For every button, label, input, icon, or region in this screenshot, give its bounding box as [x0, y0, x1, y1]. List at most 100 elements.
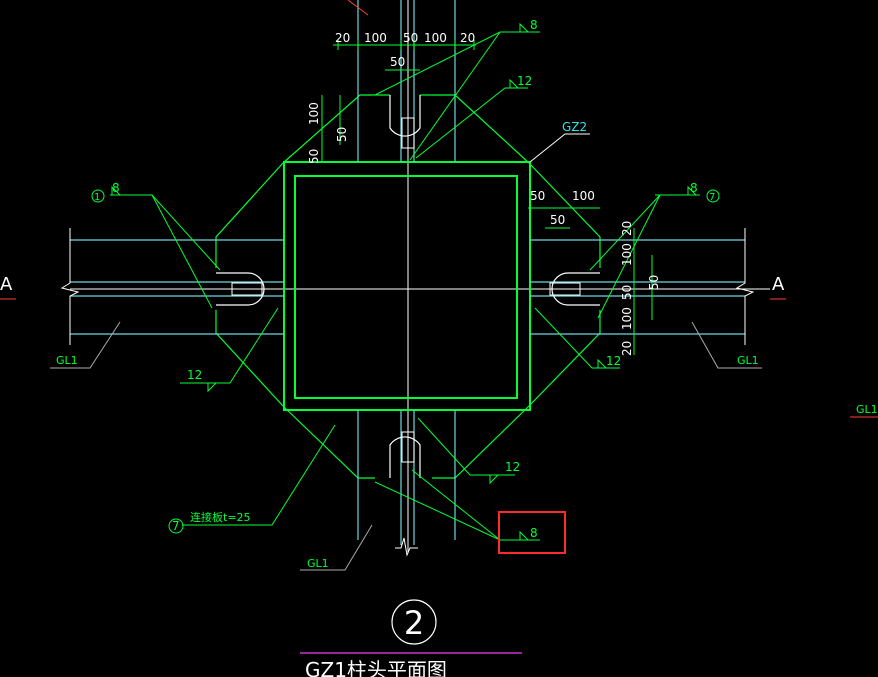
- dimension-texts: 20 100 50 100 20 50 100 50 50 50 100 50 …: [307, 31, 661, 356]
- plate-edge-bottom-left: [282, 405, 375, 479]
- label-gz2: GZ2: [562, 120, 587, 134]
- dimension-lines: [321, 40, 653, 355]
- plate-edge-ne: [528, 162, 601, 268]
- flag-left-12: [207, 382, 217, 393]
- weld-texts: 8 12 1 8 8 7 12 12 12 8: [91, 18, 720, 540]
- label-gl1-left: GL1: [56, 354, 78, 367]
- label-gl1-bottom: GL1: [307, 557, 329, 570]
- weld-flags: [111, 22, 697, 541]
- top-fill-plate: [401, 117, 415, 149]
- weld-left-12: 12: [187, 368, 202, 382]
- dim-right-50a: 50: [530, 189, 545, 203]
- weld-top-right-12: 12: [517, 74, 532, 88]
- right-break-line: [735, 228, 755, 345]
- member-labels: GZ2 GL1 GL1 GL1 GL1 A A 7 连接板t=25: [0, 120, 878, 570]
- dim-rv-100a: 100: [620, 243, 634, 266]
- dim-rv-20b: 20: [620, 341, 634, 356]
- leader-top-8-b: [409, 31, 501, 161]
- right-slot: [551, 272, 600, 306]
- section-mark-left: A: [0, 274, 13, 295]
- leader-right-8-a: [589, 194, 661, 271]
- weld-right-circle-ring: [706, 189, 720, 203]
- flag-top-8: [519, 22, 529, 33]
- bottom-fill-plate: [401, 431, 415, 463]
- leader-top-12: [415, 87, 528, 159]
- label-gl1-right: GL1: [737, 354, 759, 367]
- leader-plate-note: [182, 424, 336, 526]
- dim-top-50: 50: [403, 31, 418, 45]
- weld-right-circle: 7: [709, 192, 715, 203]
- weld-right-12: 12: [606, 354, 621, 368]
- weld-bottom-8: 8: [530, 526, 538, 540]
- weld-right-8: 8: [690, 181, 698, 195]
- section-mark-right: A: [772, 274, 785, 295]
- leader-gl1-bottom: [300, 524, 373, 571]
- leader-left-8-a: [110, 194, 221, 271]
- plate-circle-ring: [168, 518, 184, 534]
- flag-right-12: [597, 358, 607, 369]
- title-block: 2 GZ1柱头平面图: [300, 599, 522, 677]
- dim-left-100: 100: [307, 102, 321, 125]
- plate-edge-top-left: [282, 94, 375, 164]
- dim-top-50-lower: 50: [390, 55, 405, 69]
- highlight-box: [498, 511, 566, 554]
- flag-top-12: [509, 78, 519, 89]
- left-fill-plate: [231, 282, 263, 296]
- weld-left-circle: 1: [94, 192, 100, 203]
- column-inner-square: [294, 175, 518, 399]
- left-break-line: [60, 228, 80, 345]
- dim-left-50a: 50: [335, 127, 349, 142]
- leader-top-red: [347, 0, 369, 16]
- title-number: 2: [404, 604, 424, 642]
- flag-bottom-12: [489, 474, 499, 485]
- slot-holes: [216, 95, 600, 478]
- leader-left-12: [180, 307, 279, 384]
- leader-bottom-8-b: [411, 469, 501, 541]
- leader-gl1-right: [691, 321, 762, 369]
- leader-gl1-left: [50, 321, 121, 369]
- dim-right-100: 100: [572, 189, 595, 203]
- weld-leaders: [110, 31, 700, 541]
- flag-left-8: [111, 185, 121, 196]
- weld-top-right-8: 8: [530, 18, 538, 32]
- bottom-slot: [389, 436, 421, 478]
- leader-top-8-a: [374, 31, 540, 96]
- column-outer-square: [283, 161, 531, 411]
- flag-bottom-8: [519, 530, 529, 541]
- column-section: [283, 161, 531, 411]
- dim-left-50b: 50: [307, 149, 321, 164]
- dim-top-100a: 100: [364, 31, 387, 45]
- dim-rv-50: 50: [647, 275, 661, 290]
- flag-right-8: [687, 185, 697, 196]
- right-fill-plate: [549, 282, 581, 296]
- plate-edge-sw: [215, 310, 284, 407]
- top-slot: [389, 95, 421, 137]
- plate-edge-nw: [215, 162, 284, 268]
- leader-right-12: [534, 307, 620, 369]
- plate-circle-number: 7: [172, 519, 180, 533]
- plate-edge-top-right: [432, 94, 530, 164]
- plate-edge-se: [528, 310, 601, 407]
- centre-axes: [70, 0, 770, 552]
- leader-bottom-12: [417, 417, 515, 476]
- dim-top-20a: 20: [335, 31, 350, 45]
- label-leaders: [0, 0, 878, 571]
- label-gl1-far-right: GL1: [856, 403, 878, 416]
- fill-plates: [231, 117, 581, 463]
- leader-gz2: [529, 133, 590, 163]
- dim-top-100b: 100: [424, 31, 447, 45]
- weld-bottom-12: 12: [505, 460, 520, 474]
- title-caption: GZ1柱头平面图: [305, 658, 447, 677]
- leader-left-8-b: [151, 194, 213, 309]
- weld-left-circle-ring: [91, 189, 105, 203]
- dim-rv-50b: 50: [620, 285, 634, 300]
- break-lines: [60, 228, 755, 557]
- leader-right-8-b: [597, 194, 661, 319]
- dim-rv-100b: 100: [620, 307, 634, 330]
- title-number-circle: [391, 599, 437, 645]
- left-slot: [216, 272, 265, 306]
- weld-left-8: 8: [112, 181, 120, 195]
- dim-top-20b: 20: [460, 31, 475, 45]
- bottom-break-line: [395, 537, 418, 557]
